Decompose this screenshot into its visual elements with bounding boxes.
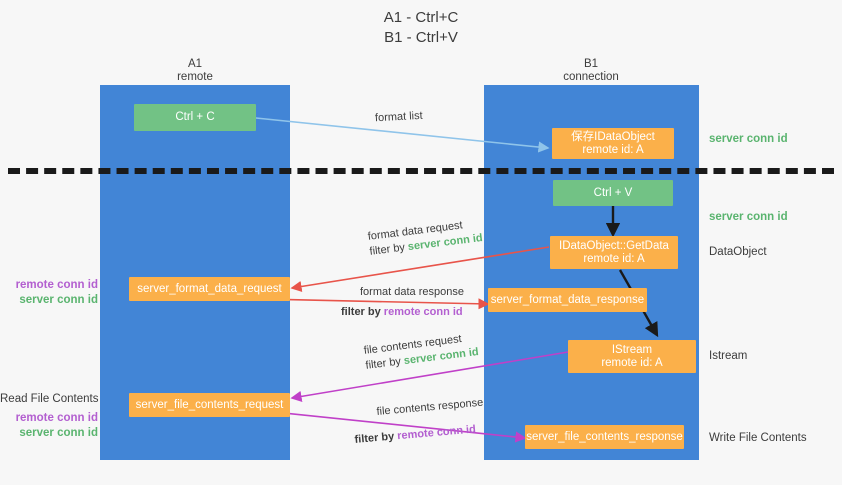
box-istream[interactable]: IStream remote id: A [568,340,696,373]
edge-label-format-data-request: format data request filter by server con… [367,216,484,260]
right-label-dataobject: DataObject [709,245,767,260]
box-server-file-contents-request-label: server_file_contents_request [135,398,284,411]
box-ctrl-v[interactable]: Ctrl + V [553,180,673,206]
box-istream-line2: remote id: A [601,356,663,369]
right-label-write-file-contents: Write File Contents [709,431,807,446]
filter-value-remote-conn-id: remote conn id [396,423,477,443]
right-label-server-conn-id-top: server conn id [709,132,788,147]
title-line-2: B1 - Ctrl+V [384,29,458,46]
box-ctrl-c[interactable]: Ctrl + C [134,104,256,131]
diagram-title: A1 - Ctrl+C B1 - Ctrl+V [0,8,842,48]
box-save-idataobject-line1: 保存IDataObject [571,130,655,143]
filter-prefix: filter by [364,355,405,372]
edge-label-format-list: format list [375,109,423,126]
box-server-file-contents-response-label: server_file_contents_response [526,430,683,443]
box-save-idataobject[interactable]: 保存IDataObject remote id: A [552,128,674,159]
edge-label-format-list-text: format list [374,109,423,125]
box-ctrl-v-label: Ctrl + V [593,186,633,199]
edge-label-file-contents-request: file contents request filter by server c… [363,330,480,374]
edge-label-format-data-response-filter: filter by remote conn id [341,305,463,320]
box-server-file-contents-request[interactable]: server_file_contents_request [129,393,290,417]
box-server-format-data-request[interactable]: server_format_data_request [129,277,290,301]
filter-value-remote-conn-id: remote conn id [383,306,463,318]
box-ctrl-c-label: Ctrl + C [175,111,215,123]
left-label-server-conn-id-2: server conn id [19,427,98,439]
right-label-istream: Istream [709,349,747,364]
box-server-format-data-response[interactable]: server_format_data_response [488,288,647,312]
box-istream-line1: IStream [611,343,653,356]
box-save-idataobject-line2: remote id: A [582,143,644,156]
edge-label-file-contents-response: file contents response [376,396,484,420]
lane-b1-name: B1 [583,58,599,70]
separator-dashed-line [8,168,834,174]
right-label-write-file-contents-text: Write File Contents [709,432,807,444]
edge-label-file-contents-response-title: file contents response [376,396,484,418]
filter-prefix: filter by [341,306,384,318]
right-label-istream-text: Istream [709,350,748,362]
lane-a1-name: A1 [187,58,203,70]
box-server-format-data-request-label: server_format_data_request [137,282,282,295]
filter-prefix: filter by [354,430,398,446]
left-label-remote-conn-id-2: remote conn id [15,412,98,424]
left-label-remote-conn-id-1: remote conn id [15,279,98,291]
lane-header-a1: A1 remote [135,58,255,84]
left-label-read-file-contents-text: Read File Contents [0,393,99,405]
left-label-read-file-contents: Read File Contents [0,392,98,407]
box-server-format-data-response-label: server_format_data_response [490,293,645,306]
box-getdata-line2: remote id: A [583,252,645,265]
box-idataobject-getdata[interactable]: IDataObject::GetData remote id: A [550,236,678,269]
right-label-dataobject-text: DataObject [709,246,767,258]
lane-b1-sub: connection [563,71,619,83]
edge-label-format-data-response-title: format data response [360,286,464,298]
lane-header-b1: B1 connection [531,58,651,84]
right-label-server-conn-id-mid-text: server conn id [709,211,788,223]
lane-a1-sub: remote [177,71,213,83]
edge-label-format-data-response: format data response [360,285,464,300]
left-label-conn-ids-bottom: remote conn id server conn id [0,411,98,441]
box-getdata-line1: IDataObject::GetData [559,239,669,252]
right-label-server-conn-id-mid: server conn id [709,210,788,225]
box-server-file-contents-response[interactable]: server_file_contents_response [525,425,684,449]
left-label-server-conn-id-1: server conn id [19,294,98,306]
filter-prefix: filter by [368,241,409,258]
right-label-server-conn-id-top-text: server conn id [709,133,788,145]
title-line-1: A1 - Ctrl+C [383,9,459,26]
left-label-conn-ids-top: remote conn id server conn id [0,278,98,308]
edge-label-file-contents-response-filter: filter by remote conn id [354,422,476,448]
